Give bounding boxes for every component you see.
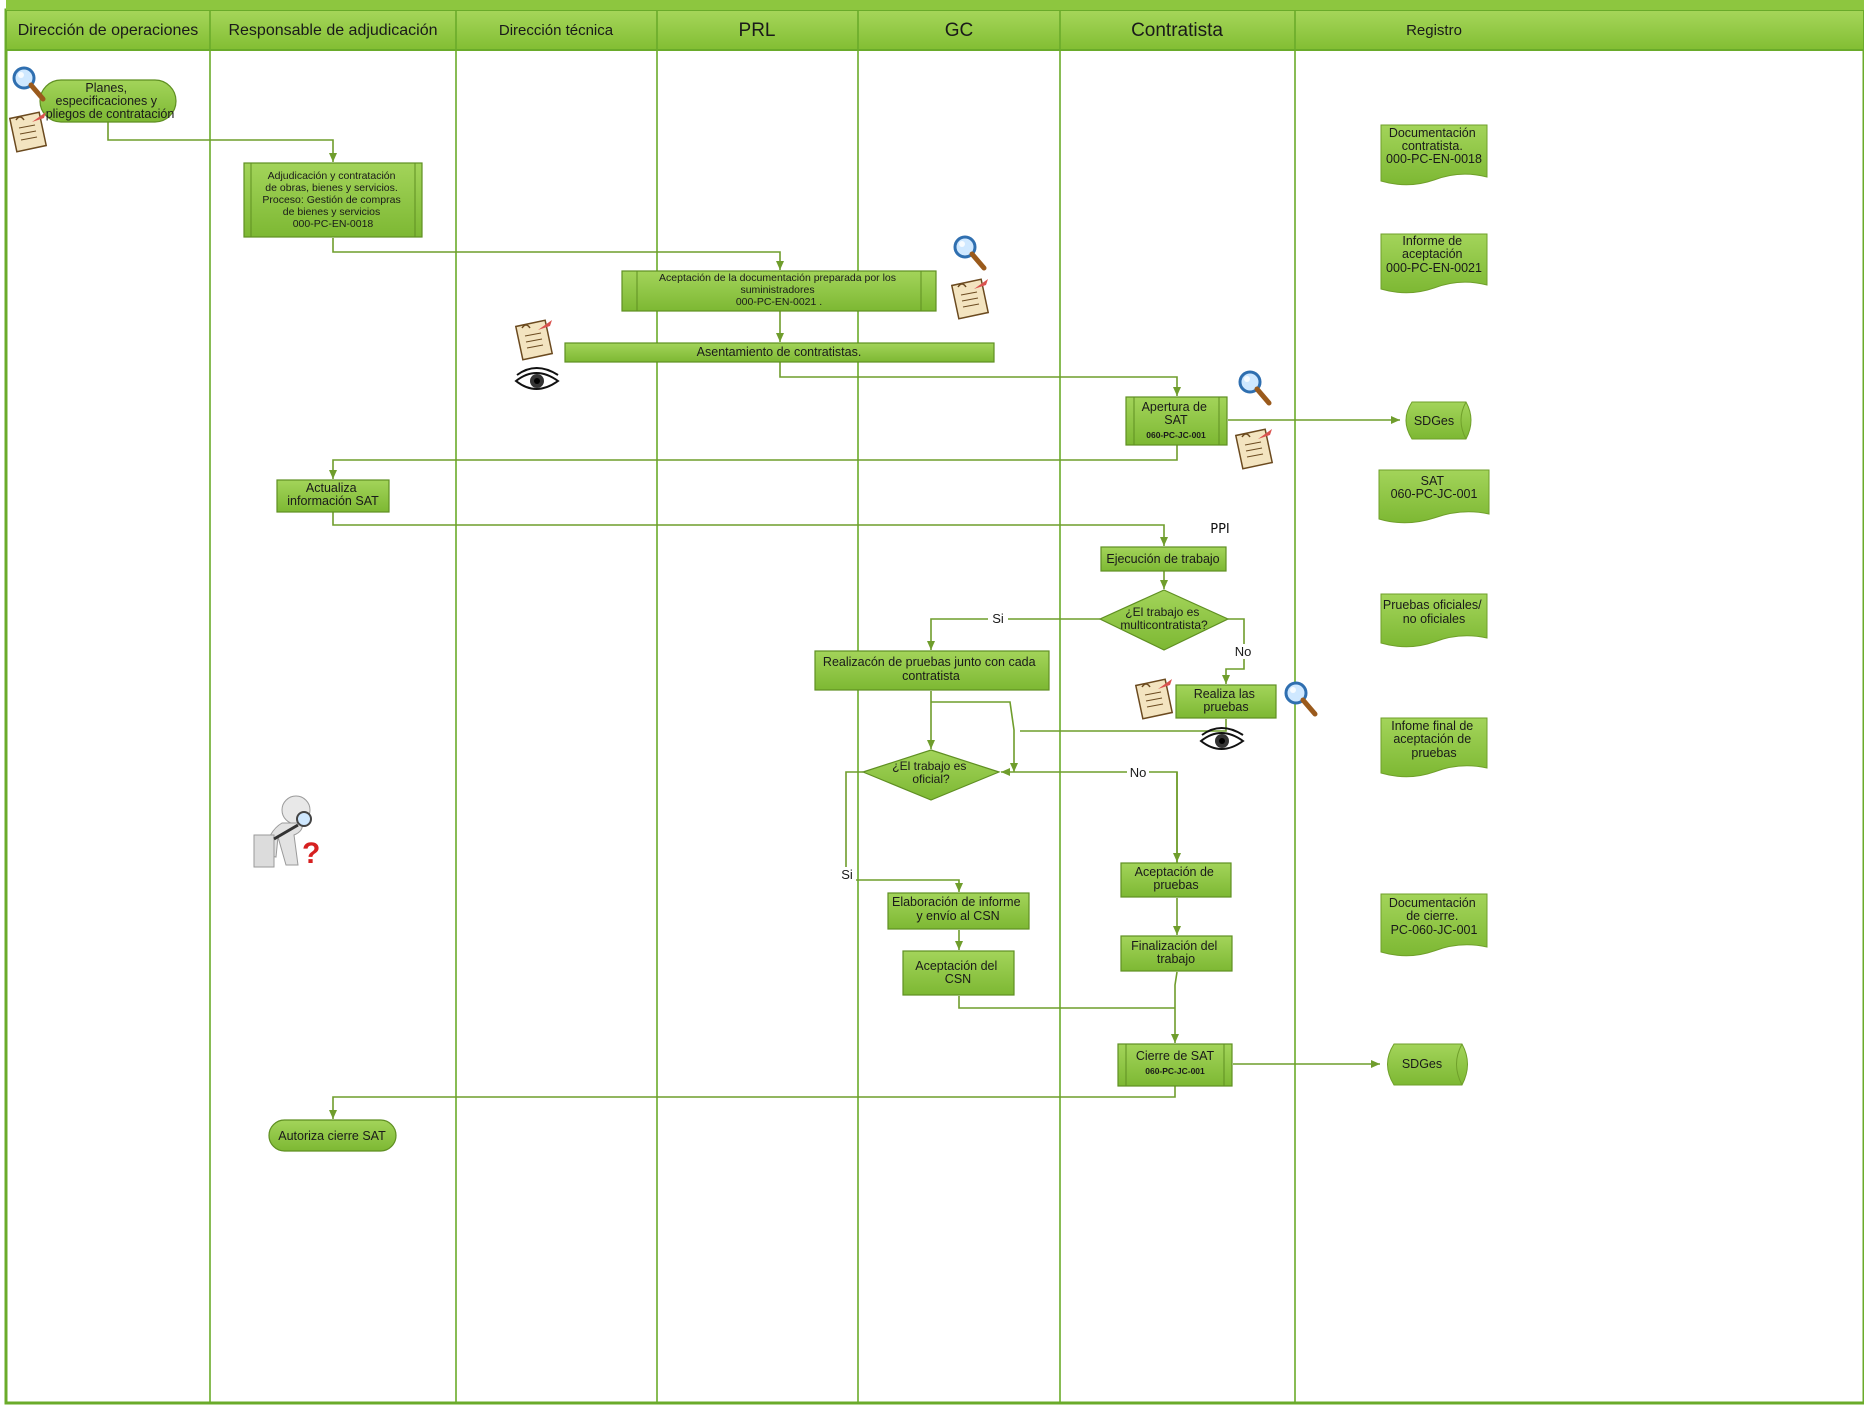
registro-doc-documentacion-cierre: Documentación de cierre. PC-060-JC-001 [1380, 893, 1488, 957]
svg-text:Documentación contratist: Documentación contratista. 000-PC-EN-001… [1386, 126, 1482, 166]
node-planes [39, 79, 177, 123]
node-ejecucion-trabajo [1100, 546, 1227, 572]
edge-label-no-oficial: No [1130, 765, 1147, 780]
node-actualiza-sat [276, 479, 390, 513]
scroll-icon [515, 319, 553, 361]
node-autoriza-cierre-sat-label: Autoriza cierre SAT [278, 1129, 386, 1143]
node-aceptacion-csn-label: Aceptación del CSN [915, 959, 1001, 986]
node-adjudicacion-label: Adjudicación y contratación de obras, bi… [262, 170, 403, 230]
registro-doc-informe-final: Infome final de aceptación de pruebas [1380, 717, 1488, 778]
node-finalizacion-trabajo [1120, 935, 1233, 972]
svg-text:Infome final de aceptaci: Infome final de aceptación de pruebas [1391, 719, 1476, 760]
node-elaboracion-informe-label: Elaboración de informe y envío al CSN [892, 895, 1024, 923]
lane-header-gc: GC [945, 20, 974, 41]
registro-doc-documentacion-contratista: Documentación contratista. 000-PC-EN-001… [1380, 124, 1488, 186]
node-elaboracion-informe [887, 892, 1030, 930]
svg-text:SDGes: SDGes [1414, 414, 1454, 428]
svg-text:Informe de aceptación: Informe de aceptación 000-PC-EN-0021 [1386, 234, 1482, 275]
question-person-icon: ? [253, 795, 320, 870]
node-realiza-pruebas-label: Realiza las pruebas [1194, 687, 1259, 714]
node-aceptacion-pruebas [1120, 862, 1232, 898]
svg-text:?: ? [302, 837, 320, 870]
svg-text:Documentación de cierre.: Documentación de cierre. PC-060-JC-001 [1389, 896, 1479, 937]
edge-label-no-multi: No [1235, 644, 1252, 659]
node-apertura-sat-code: 060-PC-JC-001 [1146, 430, 1206, 440]
decision-multicontratista-label: ¿El trabajo es multicontratista? [1120, 605, 1208, 632]
scroll-icon [1135, 678, 1173, 720]
lane-header-registro: Registro [1406, 22, 1462, 39]
edge-label-si-multi: Si [992, 611, 1004, 626]
node-apertura-sat [1125, 396, 1228, 446]
decision-oficial-label: ¿El trabajo es oficial? [892, 759, 969, 786]
lane-header-responsable-adjudicacion: Responsable de adjudicación [228, 22, 437, 39]
registro-doc-sat: SAT 060-PC-JC-001 [1378, 469, 1490, 524]
registro-doc-informe-aceptacion: Informe de aceptación 000-PC-EN-0021 [1380, 233, 1488, 294]
lane-header-direccion-operaciones: Dirección de operaciones [18, 22, 199, 39]
lane-header-bar [5, 9, 1864, 51]
node-finalizacion-trabajo-label: Finalización del trabajo [1131, 939, 1221, 966]
registro-store-sdges-1: SDGes [1405, 401, 1472, 440]
ppi-label: PPI [1210, 522, 1230, 537]
scroll-icon [1235, 428, 1273, 470]
lane-header-direccion-tecnica: Dirección técnica [499, 22, 614, 39]
node-ejecucion-trabajo-label: Ejecución de trabajo [1106, 552, 1219, 566]
lane-header-contratista: Contratista [1131, 20, 1223, 41]
node-planes-label: Planes, especificaciones y pliegos de co… [46, 81, 175, 121]
node-cierre-sat [1117, 1043, 1233, 1087]
node-adjudicacion [243, 162, 423, 238]
node-realizacion-pruebas-label: Realizacón de pruebas junto con cada con… [823, 655, 1039, 683]
node-asentamiento-label: Asentamiento de contratistas. [697, 345, 862, 359]
scroll-icon [951, 278, 989, 320]
node-cierre-sat-label: Cierre de SAT [1136, 1049, 1215, 1063]
node-cierre-sat-code: 060-PC-JC-001 [1145, 1066, 1205, 1076]
node-aceptacion-pruebas-label: Aceptación de pruebas [1135, 865, 1218, 892]
node-realiza-pruebas [1175, 684, 1277, 719]
node-aceptacion-documentacion [621, 270, 937, 312]
node-aceptacion-documentacion-label: Aceptación de la documentación preparada… [659, 272, 899, 308]
svg-text:SDGes: SDGes [1402, 1057, 1442, 1071]
node-actualiza-sat-label: Actualiza información SAT [287, 481, 379, 508]
node-asentamiento [564, 342, 995, 363]
registro-doc-pruebas-oficiales: Pruebas oficiales/ no oficiales [1380, 593, 1488, 648]
scroll-icon [9, 111, 47, 153]
decision-multicontratista [1098, 589, 1230, 651]
svg-text:SAT 060-PC-JC-001: SAT 060-PC-JC-001 [1391, 474, 1478, 501]
node-aceptacion-csn [902, 950, 1015, 996]
registro-store-sdges-2: SDGes [1387, 1043, 1468, 1086]
top-band [6, 0, 1864, 10]
lane-header-prl: PRL [739, 20, 776, 41]
node-autoriza-cierre-sat [268, 1119, 397, 1152]
node-apertura-sat-label: Apertura de SAT [1142, 400, 1211, 427]
svg-text:Pruebas oficiales/ no of: Pruebas oficiales/ no oficiales [1383, 598, 1485, 626]
diagram-frame [4, 8, 1864, 1405]
decision-oficial [861, 749, 1001, 801]
node-realizacion-pruebas [814, 650, 1050, 691]
edge-label-si-oficial: Si [841, 867, 853, 882]
lane-separators [209, 10, 1296, 1403]
